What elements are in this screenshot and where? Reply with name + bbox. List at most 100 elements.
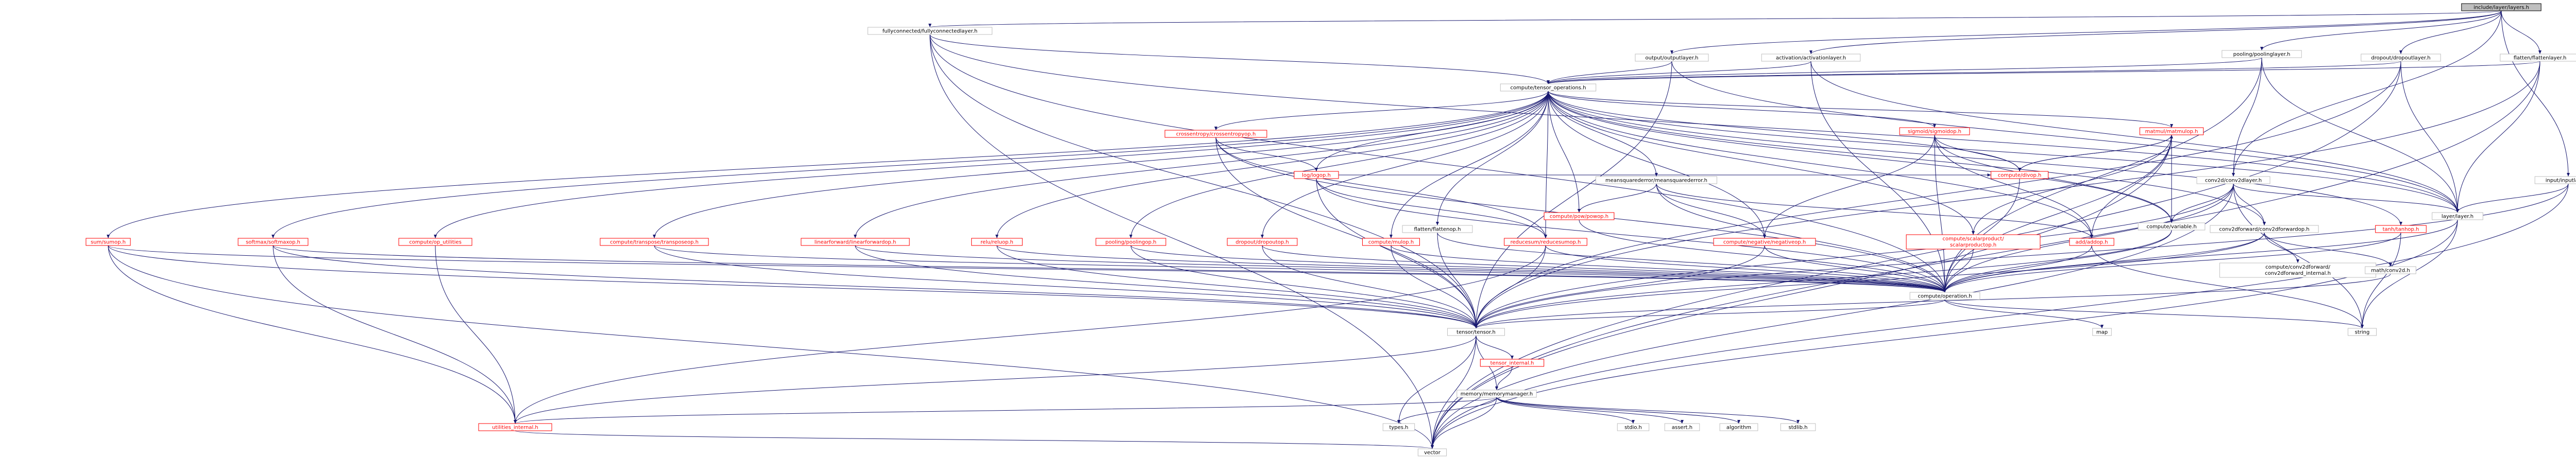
node-utilities[interactable]: utilities_internal.h (478, 423, 552, 431)
node-box-fc (867, 27, 993, 35)
node-layer[interactable]: layer/layer.h (2432, 212, 2483, 220)
edge-layers-to-pooling (2260, 10, 2502, 51)
node-operation[interactable]: compute/operation.h (1909, 292, 1980, 300)
edge-poolingop-to-tensor (1130, 245, 1478, 329)
node-mulop[interactable]: compute/mulop.h (1362, 238, 1420, 246)
edge-activation-to-operation (1810, 61, 1946, 293)
node-algorithm[interactable]: algorithm (1719, 423, 1758, 431)
node-mathconv[interactable]: math/conv2d.h (2365, 266, 2416, 274)
node-scalar[interactable]: compute/scalarproduct/scalarproductop.h (1906, 234, 2041, 250)
edge-add-to-string (2091, 245, 2364, 329)
node-label-dropout: dropout/dropoutlayer.h (2371, 56, 2430, 61)
node-vector[interactable]: vector (1417, 448, 1447, 456)
node-pow[interactable]: compute/pow/powop.h (1544, 212, 1615, 220)
node-box-sigmoid (1899, 127, 1970, 135)
node-string[interactable]: string (2347, 328, 2377, 336)
edge-tensorops-to-linear (854, 91, 1549, 239)
node-reduce[interactable]: reducesum/reducesumop.h (1504, 238, 1587, 246)
node-meansquare[interactable]: meansquarederror/meansquarederror.h (1596, 176, 1717, 184)
edge-transpose-to-operation (654, 245, 1946, 293)
edge-pooling-to-layer (2261, 57, 2459, 213)
node-layers[interactable]: include/layer/layers.h (2461, 3, 2541, 11)
node-box-meansquare (1596, 176, 1717, 184)
node-relu[interactable]: relu/reluop.h (971, 238, 1023, 246)
edge-pooling-to-conv2d (2232, 57, 2262, 177)
node-tensorops[interactable]: compute/tensor_operations.h (1500, 83, 1597, 92)
node-sum[interactable]: sum/sumop.h (86, 238, 131, 246)
node-transpose[interactable]: compute/transpose/transposeop.h (600, 238, 709, 246)
node-label-crossentropy: crossentropy/crossentropyop.h (1176, 132, 1256, 137)
node-output[interactable]: output/outputlayer.h (1635, 54, 1709, 62)
node-oputil[interactable]: compute/op_utilities (398, 238, 472, 246)
node-poolingop[interactable]: pooling/poolingop.h (1095, 238, 1166, 246)
edge-transpose-to-tensor (654, 245, 1478, 329)
node-conv2dfwdint[interactable]: compute/conv2dforward/conv2dforward_inte… (2219, 262, 2377, 278)
edge-reduce-to-operation (1545, 245, 1946, 293)
node-flatten[interactable]: flatten/flattenlayer.h (2500, 54, 2576, 62)
node-conv2d[interactable]: conv2d/conv2dlayer.h (2196, 176, 2270, 184)
node-box-add (2069, 238, 2114, 246)
node-label-flattenop: flatten/flattenop.h (1414, 227, 1461, 233)
node-label-mulop: compute/mulop.h (1368, 240, 1414, 245)
edge-input-to-tensor (1475, 183, 2569, 329)
node-matmul[interactable]: matmul/matmulop.h (2139, 127, 2204, 135)
node-input[interactable]: input/inputlayer.h (2534, 176, 2576, 184)
node-tensor[interactable]: tensor/tensor.h (1447, 328, 1505, 336)
edge-sigmoid-to-negative (1763, 134, 1935, 239)
node-dropoutop[interactable]: dropout/dropoutop.h (1227, 238, 1298, 246)
edge-flatten-to-layer (2456, 61, 2540, 213)
edge-poolingop-to-operation (1130, 245, 1946, 293)
node-add[interactable]: add/addop.h (2069, 238, 2114, 246)
node-box-conv2d (2196, 176, 2270, 184)
node-label-output: output/outputlayer.h (1645, 56, 1698, 61)
node-linear[interactable]: linearforward/linearforwardop.h (801, 238, 910, 246)
node-variable[interactable]: compute/variable.h (2138, 222, 2206, 231)
node-crossentropy[interactable]: crossentropy/crossentropyop.h (1164, 130, 1267, 138)
edge-meansquare-to-pow (1578, 183, 1657, 213)
node-negative[interactable]: compute/negative/negativeop.h (1713, 238, 1816, 246)
node-box-oputil (398, 238, 472, 246)
node-softmax[interactable]: softmax/softmaxop.h (238, 238, 309, 246)
edge-tensorops-to-tanh (1548, 91, 2402, 226)
node-assert[interactable]: assert.h (1664, 423, 1700, 431)
node-tanh[interactable]: tanh/tanhop.h (2375, 225, 2427, 233)
node-label-string: string (2355, 330, 2370, 336)
edge-flatten-to-tensorops (1547, 61, 2540, 84)
edge-conv2d-to-string (2233, 183, 2364, 329)
node-box-layers (2461, 3, 2541, 11)
node-sigmoid[interactable]: sigmoid/sigmoidop.h (1899, 127, 1970, 135)
node-dropout[interactable]: dropout/dropoutlayer.h (2361, 54, 2441, 62)
node-label-variable: compute/variable.h (2146, 224, 2196, 230)
edge-layer-to-vector (1431, 219, 2458, 449)
node-fc[interactable]: fullyconnected/fullyconnectedlayer.h (867, 27, 993, 35)
node-stdio[interactable]: stdio.h (1617, 423, 1650, 431)
edge-fc-to-operation (929, 34, 1946, 293)
edge-memory-to-utilities (514, 397, 1497, 424)
edge-memory-to-types (1397, 397, 1497, 424)
node-label-reduce: reducesum/reducesumop.h (1511, 240, 1581, 245)
node-divop[interactable]: compute/divop.h (1991, 171, 2048, 179)
edge-memory-to-stdio (1496, 397, 1635, 424)
node-stdlib[interactable]: stdlib.h (1780, 423, 1816, 431)
node-flattenop[interactable]: flatten/flattenop.h (1402, 225, 1473, 233)
node-box-tanh (2375, 225, 2427, 233)
node-label-dropoutop: dropout/dropoutop.h (1235, 240, 1289, 245)
edge-pow-to-operation (1579, 219, 1946, 293)
edge-softmax-to-utilities (273, 245, 517, 424)
node-memory[interactable]: memory/memorymanager.h (1456, 390, 1537, 398)
node-pooling[interactable]: pooling/poolinglayer.h (2222, 50, 2302, 58)
edge-utilities-to-vector (515, 430, 1434, 449)
edge-tensorops-to-flattenop (1436, 91, 1549, 226)
node-tensorint[interactable]: tensor_internal.h (1480, 359, 1545, 367)
edge-tensorops-to-transpose (653, 91, 1549, 239)
node-map[interactable]: map (2092, 328, 2112, 336)
node-log[interactable]: log/logop.h (1294, 171, 1339, 179)
edge-tensorops-to-add (1548, 91, 2093, 239)
node-types[interactable]: types.h (1382, 423, 1415, 431)
edge-oputil-to-utilities (435, 245, 517, 424)
node-box-map (2092, 328, 2112, 336)
node-conv2dfwd[interactable]: conv2dforward/conv2dforwardop.h (2210, 225, 2319, 233)
edge-layers-to-output (1670, 10, 2502, 55)
node-activation[interactable]: activation/activationlayer.h (1761, 54, 1861, 62)
